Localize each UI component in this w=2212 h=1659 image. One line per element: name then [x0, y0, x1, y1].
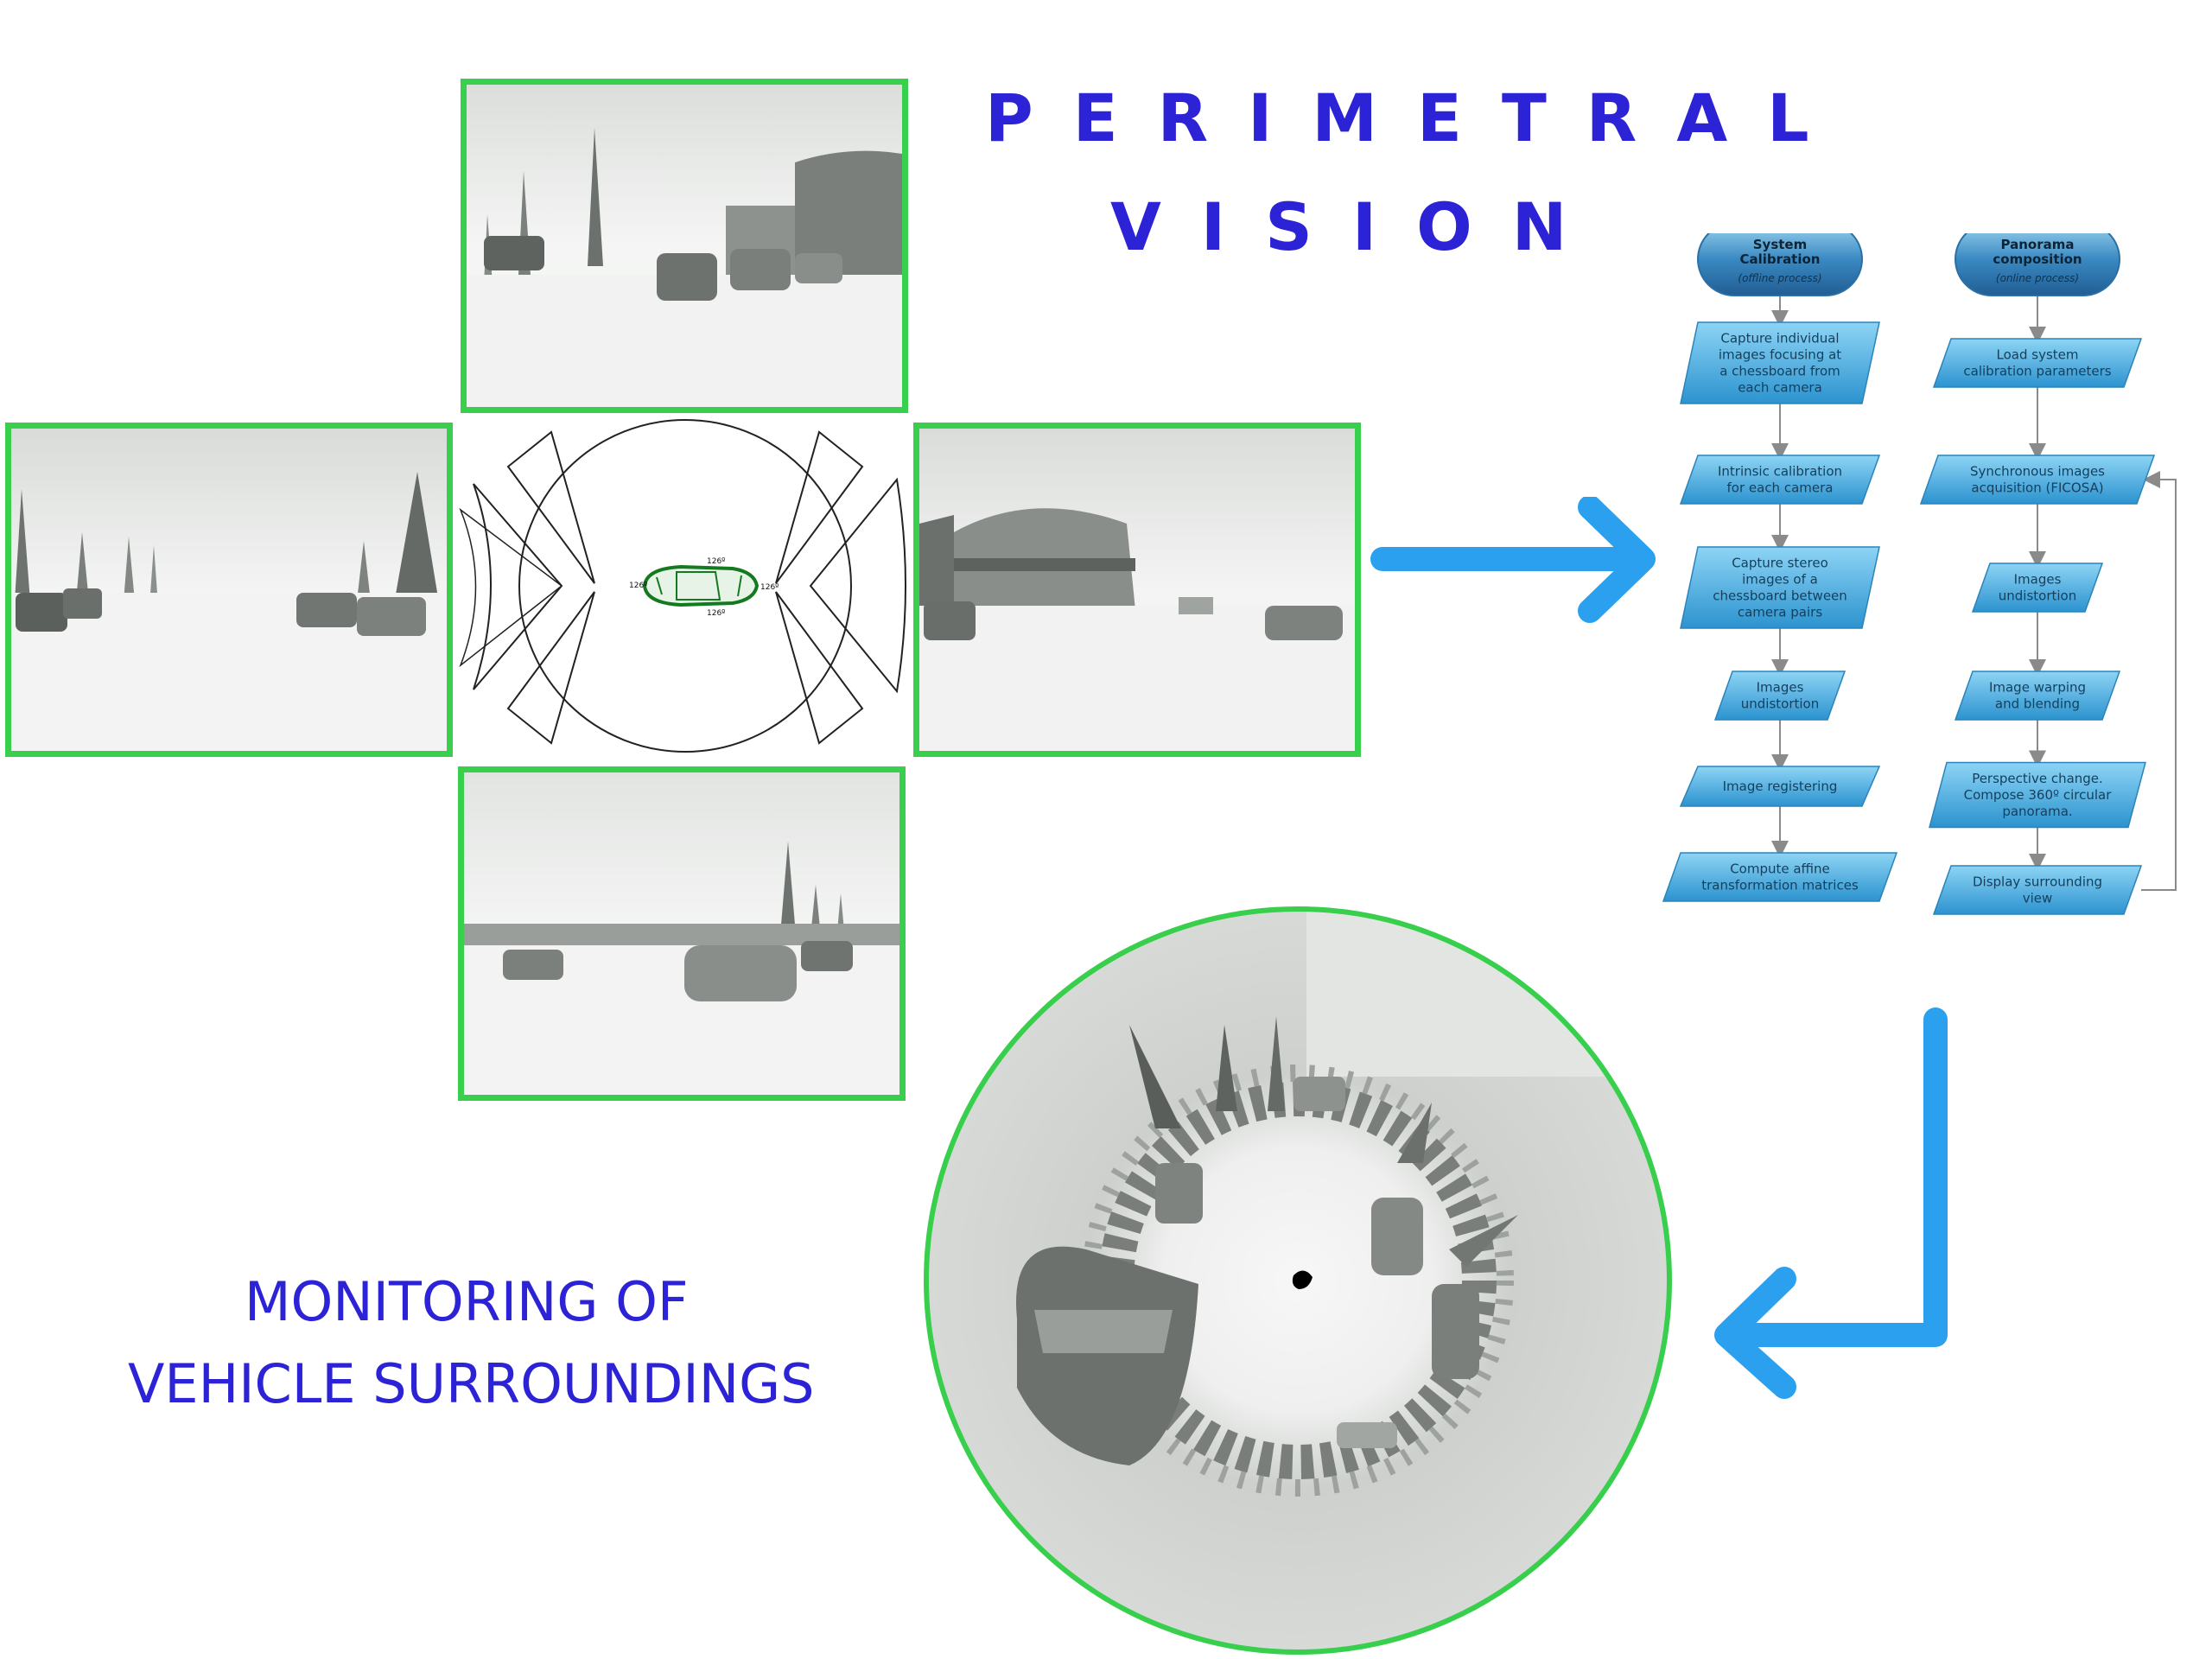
composition-step-text: Perspective change.	[1972, 771, 2103, 786]
calibration-step-text: for each camera	[1727, 480, 1834, 496]
right-camera-image	[913, 423, 1361, 757]
calibration-step-text: Capture stereo	[1732, 556, 1828, 571]
calibration-step-text: images of a	[1742, 572, 1818, 588]
title-perimetral: PERIMETRAL	[985, 79, 1849, 156]
coverage-circle	[518, 419, 852, 753]
composition-step-text: calibration parameters	[1963, 364, 2111, 379]
caption-monitoring: MONITORING OF	[245, 1270, 689, 1333]
calibration-step: Image registering	[1679, 766, 1881, 807]
calibration-step-text: Intrinsic calibration	[1718, 464, 1842, 480]
calibration-step-text: camera pairs	[1738, 605, 1822, 620]
rear-right-coverage-fan	[775, 591, 864, 745]
composition-step-text: Compose 360º circular	[1964, 787, 2113, 803]
calibration-step-text: transformation matrices	[1701, 878, 1859, 893]
loop-back-arrow	[2141, 471, 2177, 891]
caption-vehicle-surroundings: VEHICLE SURROUNDINGS	[128, 1352, 815, 1415]
rear-left-coverage-fan	[506, 591, 595, 745]
car-top-view-icon	[642, 564, 760, 607]
angle-label-left: 126º	[629, 582, 647, 590]
composition-step-text: Image warping	[1989, 680, 2086, 696]
calibration-step-text: images focusing at	[1719, 347, 1841, 363]
angle-label-rear: 126º	[707, 609, 725, 618]
right-arrow-icon	[1370, 497, 1656, 623]
angle-label-front: 126º	[707, 557, 725, 566]
composition-step: Perspective change.Compose 360º circular…	[1929, 761, 2146, 829]
left-camera-image	[5, 423, 453, 757]
calibration-step-text: chessboard between	[1713, 588, 1847, 604]
calibration-title-word: Calibration	[1740, 251, 1821, 267]
calibration-step-text: Image registering	[1723, 779, 1838, 794]
composition-title-word: composition	[1993, 251, 2082, 267]
composition-step-text: view	[2023, 891, 2053, 906]
camera-coverage-diagram: 126º 126º 126º 126º	[459, 419, 906, 753]
front-right-coverage-fan	[775, 430, 864, 584]
composition-step-text: Display surrounding	[1973, 874, 2102, 890]
left-coverage-fan-inner	[459, 507, 563, 668]
calibration-subtitle: (offline process)	[1738, 272, 1821, 284]
composition-title-word: Panorama	[2001, 237, 2075, 252]
right-coverage-fan	[809, 477, 906, 694]
calibration-step-text: undistortion	[1741, 696, 1819, 712]
rear-camera-image	[458, 766, 906, 1101]
composition-step-text: undistortion	[1999, 588, 2076, 604]
circular-panorama-image	[924, 906, 1672, 1655]
down-left-arrow-icon	[1714, 1007, 1948, 1399]
calibration-step-text: a chessboard from	[1719, 364, 1840, 379]
composition-step-text: Load system	[1997, 347, 2079, 363]
left-coverage-fan	[473, 483, 563, 690]
front-camera-image	[461, 79, 908, 413]
calibration-step-text: Images	[1757, 680, 1804, 696]
composition-step-text: Synchronous images	[1970, 464, 2105, 480]
calibration-step-text: Compute affine	[1730, 861, 1830, 877]
calibration-title-word: System	[1753, 237, 1807, 252]
front-left-coverage-fan	[506, 430, 595, 584]
composition-step-text: Images	[2014, 572, 2062, 588]
angle-label-right: 126º	[760, 583, 779, 592]
calibration-step-text: each camera	[1738, 380, 1822, 396]
title-vision: VISION	[1110, 188, 1607, 265]
composition-step-text: panorama.	[2002, 804, 2072, 819]
composition-step-text: and blending	[1995, 696, 2080, 712]
composition-subtitle: (online process)	[1996, 272, 2079, 284]
calibration-step-text: Capture individual	[1720, 331, 1839, 346]
composition-step-text: acquisition (FICOSA)	[1971, 480, 2103, 496]
